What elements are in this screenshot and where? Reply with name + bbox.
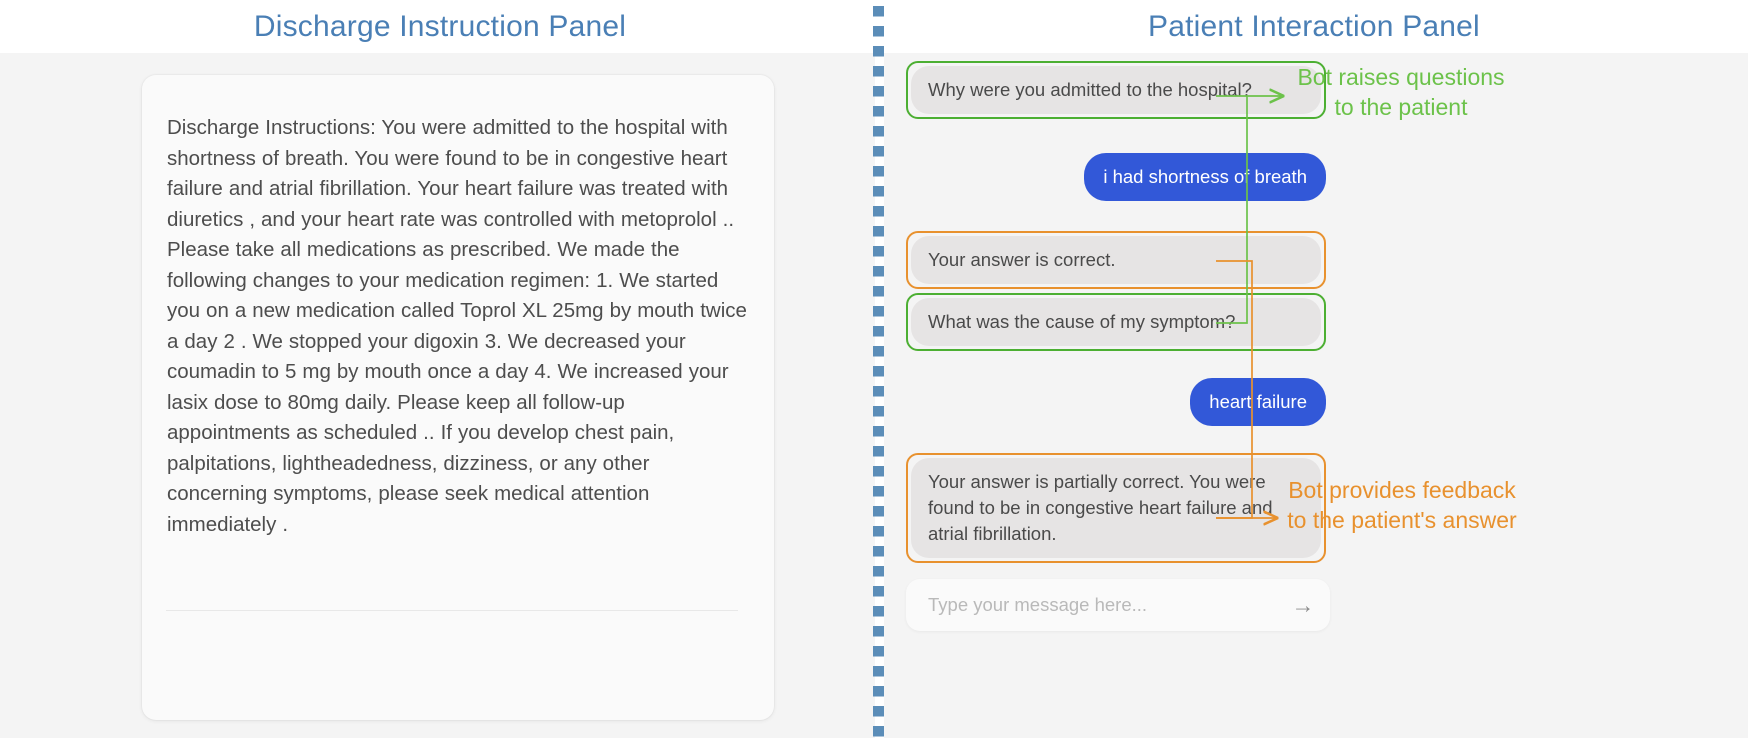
annotation-orange-line1: Bot provides feedback: [1288, 477, 1516, 503]
bot-message-bubble[interactable]: Your answer is correct.: [911, 236, 1321, 284]
annotation-green-label: Bot raises questions to the patient: [1288, 62, 1514, 122]
discharge-instruction-panel: Discharge Instructions: You were admitte…: [0, 53, 875, 738]
chat-row-bot-question-1: Why were you admitted to the hospital?: [906, 61, 1326, 119]
document-divider: [166, 610, 738, 611]
discharge-panel-title: Discharge Instruction Panel: [253, 10, 627, 43]
chat-row-patient-answer-2: heart failure: [906, 378, 1326, 426]
arrow-right-icon[interactable]: →: [1291, 591, 1315, 618]
annotation-orange-label: Bot provides feedback to the patient's a…: [1282, 475, 1522, 535]
patient-panel-title: Patient Interaction Panel: [1148, 10, 1480, 43]
highlight-box-orange-feedback-1: Your answer is correct.: [906, 231, 1326, 289]
highlight-box-green-question-2: What was the cause of my symptom?: [906, 293, 1326, 351]
chat-message-list: Why were you admitted to the hospital? i…: [906, 53, 1326, 738]
chat-row-patient-answer-1: i had shortness of breath: [906, 153, 1326, 201]
patient-interaction-panel: Why were you admitted to the hospital? i…: [884, 53, 1748, 738]
bot-message-bubble[interactable]: What was the cause of my symptom?: [911, 298, 1321, 346]
annotation-orange-line2: to the patient's answer: [1287, 507, 1517, 533]
annotation-green-line2: to the patient: [1334, 94, 1468, 120]
annotation-green-line1: Bot raises questions: [1297, 64, 1505, 90]
chat-row-bot-feedback-1: Your answer is correct.: [906, 231, 1326, 289]
chat-row-bot-question-2: What was the cause of my symptom?: [906, 293, 1326, 351]
bot-message-bubble[interactable]: Your answer is partially correct. You we…: [911, 458, 1321, 558]
message-input-bar[interactable]: Type your message here... →: [906, 579, 1330, 631]
panel-divider-dotted: [873, 0, 884, 738]
message-input-field[interactable]: Type your message here...: [928, 594, 1148, 615]
discharge-document-card: Discharge Instructions: You were admitte…: [142, 75, 774, 720]
bot-message-bubble[interactable]: Why were you admitted to the hospital?: [911, 66, 1321, 114]
patient-message-bubble[interactable]: heart failure: [1190, 378, 1326, 426]
discharge-instructions-text: Discharge Instructions: You were admitte…: [167, 116, 747, 536]
patient-message-bubble[interactable]: i had shortness of breath: [1084, 153, 1326, 201]
highlight-box-green-question-1: Why were you admitted to the hospital?: [906, 61, 1326, 119]
chat-row-bot-feedback-2: Your answer is partially correct. You we…: [906, 453, 1326, 563]
highlight-box-orange-feedback-2: Your answer is partially correct. You we…: [906, 453, 1326, 563]
